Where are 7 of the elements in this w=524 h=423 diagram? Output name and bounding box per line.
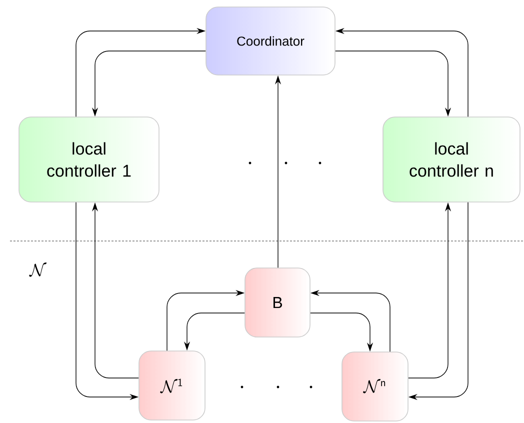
subsystem-box: $\mathcal{N}^{\mathsf{n}}$	[342, 352, 408, 422]
controller-box: local controller n	[382, 116, 520, 202]
subsystem-box: $\mathcal{N}^{\mathsf{1}}$	[138, 350, 206, 420]
controller-box: local controller 1	[18, 116, 160, 202]
subsystem-box: B	[244, 268, 310, 338]
coordinator-box: Coordinator	[206, 6, 336, 76]
set-label: $\mathcal{N}$	[29, 262, 47, 277]
